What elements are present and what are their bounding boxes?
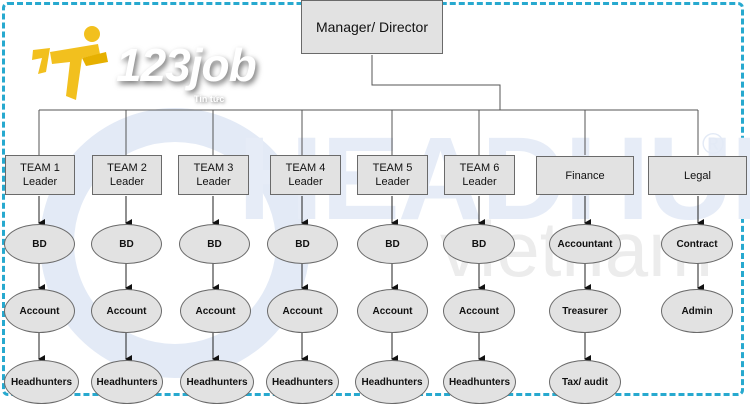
node-label: Accountant <box>557 238 613 250</box>
node-label: Account <box>372 305 413 317</box>
node-label: Leader <box>196 176 231 188</box>
node-label: Legal <box>684 169 711 182</box>
node-label: Headhunters <box>186 376 248 388</box>
node-label: Leader <box>109 176 145 188</box>
node-label: Account <box>106 305 147 317</box>
node-label: Admin <box>681 305 713 317</box>
node-finance: Finance <box>536 156 634 195</box>
node-team-3-bd: BD <box>179 224 250 264</box>
node-label: Account <box>195 305 236 317</box>
node-team-1-headhunters: Headhunters <box>4 360 79 404</box>
node-treasurer: Treasurer <box>549 289 621 333</box>
node-label: Headhunters <box>10 376 73 388</box>
node-label: Leader <box>375 176 410 188</box>
node-tax-audit: Tax/ audit <box>549 360 621 404</box>
node-label: BD <box>295 238 310 250</box>
node-team-4-headhunters: Headhunters <box>266 360 339 404</box>
node-label: Contract <box>676 238 718 250</box>
node-manager-director: Manager/ Director <box>301 0 443 54</box>
node-label: Account <box>459 305 499 317</box>
node-label: TEAM 2 <box>107 162 147 174</box>
node-team-4-account: Account <box>267 289 338 333</box>
node-label: TEAM 6 <box>459 162 500 174</box>
runner-logo-icon <box>32 26 108 100</box>
node-label: BD <box>385 238 400 250</box>
node-team-6-leader: TEAM 6 Leader <box>444 155 515 195</box>
node-team-2-bd: BD <box>91 224 162 264</box>
node-team-1-leader: TEAM 1 Leader <box>5 155 75 195</box>
node-label: BD <box>119 238 134 250</box>
logo-123job: 123job Tin tức <box>30 22 260 104</box>
node-label: Headhunters <box>271 376 334 388</box>
node-label: BD <box>471 238 487 250</box>
node-label: Finance <box>565 169 605 182</box>
node-team-4-bd: BD <box>267 224 338 264</box>
node-team-6-bd: BD <box>443 224 515 264</box>
node-team-6-headhunters: Headhunters <box>443 360 516 404</box>
node-team-2-leader: TEAM 2 Leader <box>92 155 162 195</box>
node-label: BD <box>32 238 47 250</box>
node-label: Leader <box>462 176 497 188</box>
node-team-5-bd: BD <box>357 224 428 264</box>
node-team-5-account: Account <box>357 289 428 333</box>
node-team-3-leader: TEAM 3 Leader <box>178 155 249 195</box>
node-label: Tax/ audit <box>562 376 608 388</box>
node-team-6-account: Account <box>443 289 515 333</box>
node-team-5-headhunters: Headhunters <box>355 360 429 404</box>
node-team-3-account: Account <box>180 289 251 333</box>
logo-subtitle: Tin tức <box>194 94 225 104</box>
node-label: TEAM 4 <box>285 162 326 174</box>
node-label: Leader <box>288 176 323 188</box>
node-label: TEAM 1 <box>20 162 60 174</box>
logo-brand-text: 123job <box>116 39 257 91</box>
node-label: Account <box>282 305 323 317</box>
node-label: Leader <box>22 176 58 188</box>
node-admin: Admin <box>661 289 733 333</box>
node-legal: Legal <box>648 156 747 195</box>
node-contract: Contract <box>661 224 733 264</box>
node-team-1-bd: BD <box>4 224 75 264</box>
node-team-2-account: Account <box>91 289 162 333</box>
node-label: Headhunters <box>96 376 158 388</box>
node-label: TEAM 3 <box>193 162 234 174</box>
node-label: TEAM 5 <box>372 162 413 174</box>
node-label: Account <box>19 305 60 317</box>
node-team-2-headhunters: Headhunters <box>91 360 163 404</box>
node-accountant: Accountant <box>549 224 621 264</box>
node-label: BD <box>207 238 222 250</box>
node-team-3-headhunters: Headhunters <box>180 360 254 404</box>
node-label: Headhunters <box>361 376 423 388</box>
node-team-1-account: Account <box>4 289 75 333</box>
node-label: Headhunters <box>448 376 511 388</box>
node-team-4-leader: TEAM 4 Leader <box>270 155 341 195</box>
node-team-5-leader: TEAM 5 Leader <box>357 155 428 195</box>
node-label: Manager/ Director <box>315 19 429 35</box>
node-label: Treasurer <box>562 305 608 317</box>
